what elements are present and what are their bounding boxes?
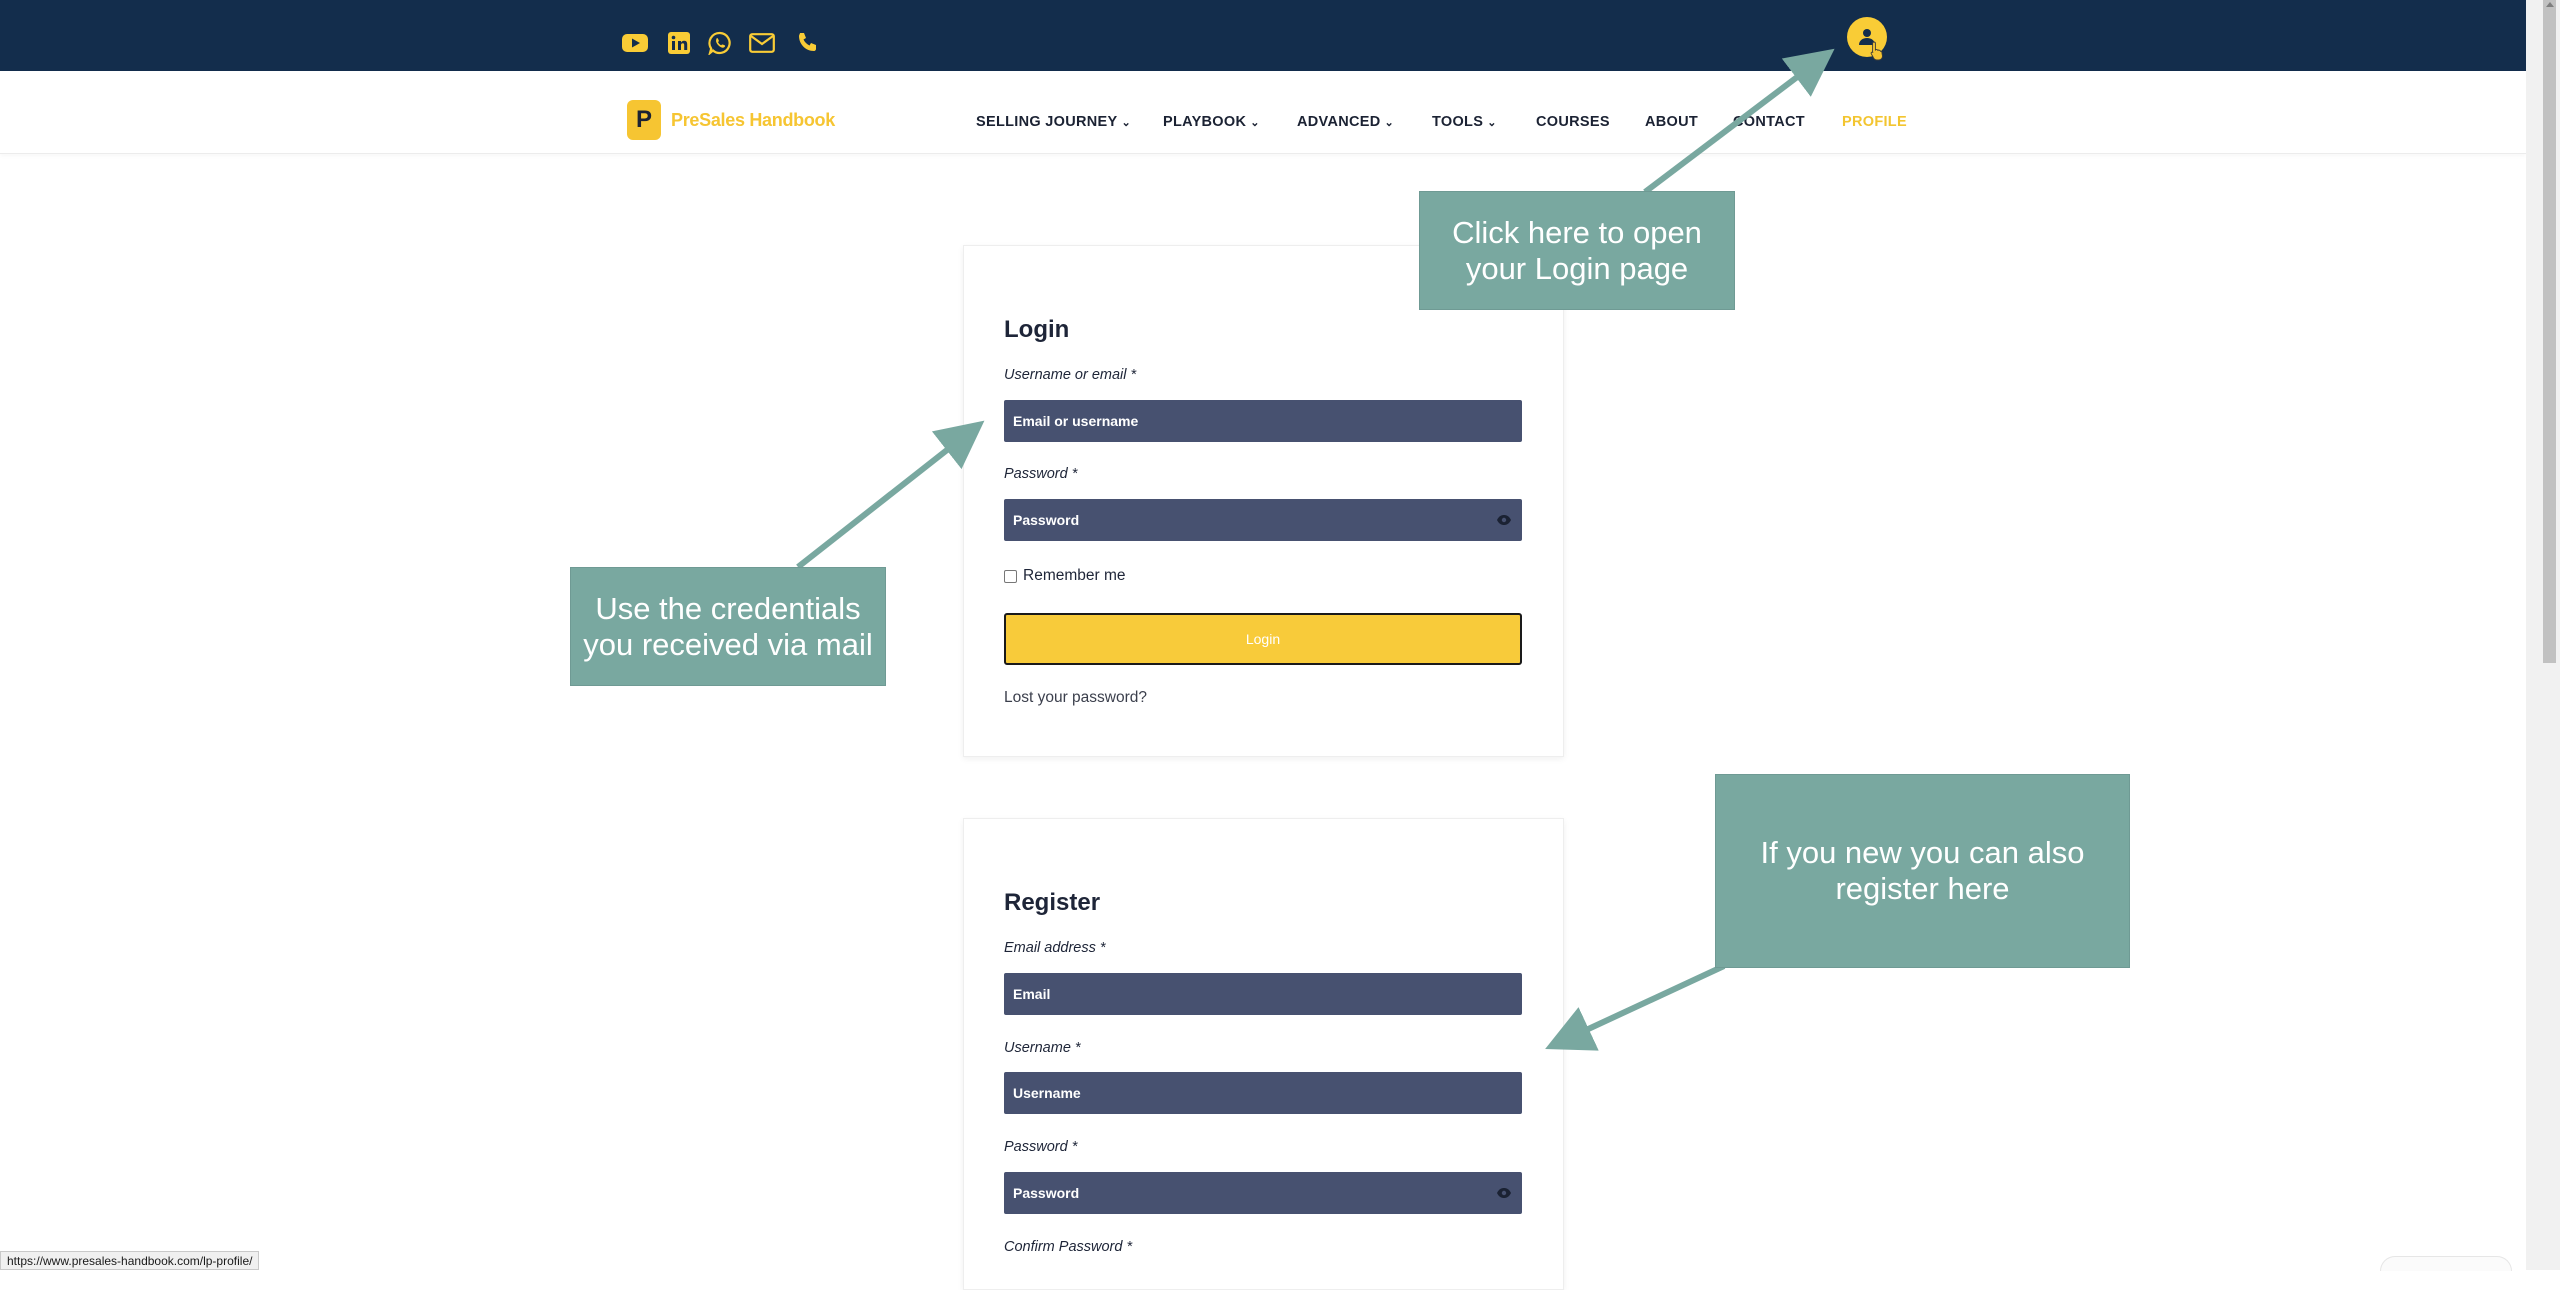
scrollbar-thumb[interactable] <box>2543 0 2556 663</box>
scroll-up-arrow-icon[interactable] <box>2546 2 2554 7</box>
arrow-to-login-form <box>796 420 985 570</box>
mail-icon[interactable] <box>747 28 777 58</box>
arrow-to-register-form <box>1545 963 1726 1051</box>
linkedin-icon[interactable] <box>664 28 694 58</box>
show-password-icon[interactable] <box>1496 514 1512 526</box>
chat-widget[interactable] <box>2380 1256 2512 1271</box>
remember-me[interactable]: Remember me <box>1004 567 1126 585</box>
chevron-down-icon: ⌄ <box>1121 117 1131 129</box>
lost-password-link[interactable]: Lost your password? <box>1004 689 1148 706</box>
nav-playbook[interactable]: PLAYBOOK⌄ <box>1163 114 1260 130</box>
login-password-input[interactable]: Password <box>1004 499 1522 541</box>
chevron-down-icon: ⌄ <box>1250 117 1260 129</box>
top-bar <box>0 0 2526 71</box>
chevron-down-icon: ⌄ <box>1384 117 1395 129</box>
nav-courses[interactable]: COURSES <box>1536 114 1610 130</box>
show-password-icon[interactable] <box>1496 1187 1512 1199</box>
login-card: Login Username or email * Email or usern… <box>963 245 1564 757</box>
nav-advanced[interactable]: ADVANCED⌄ <box>1297 114 1395 130</box>
register-confirm-password-label: Confirm Password * <box>1004 1239 1133 1255</box>
login-title: Login <box>1004 316 1070 343</box>
hand-cursor-icon <box>1870 41 1883 61</box>
register-username-input[interactable]: Username <box>1004 1072 1522 1114</box>
register-password-placeholder: Password <box>1013 1185 1080 1201</box>
nav-tools[interactable]: TOOLS⌄ <box>1432 114 1497 130</box>
nav-about[interactable]: ABOUT <box>1645 114 1699 130</box>
chevron-down-icon: ⌄ <box>1487 117 1497 129</box>
login-password-label: Password * <box>1004 466 1078 482</box>
status-bar-url: https://www.presales-handbook.com/lp-pro… <box>0 1251 260 1270</box>
youtube-icon[interactable] <box>620 28 650 58</box>
main-navbar <box>0 71 2526 154</box>
login-username-placeholder: Email or username <box>1013 413 1139 429</box>
whatsapp-icon[interactable] <box>705 28 735 58</box>
register-email-label: Email address * <box>1004 940 1106 956</box>
register-password-label: Password * <box>1004 1139 1078 1155</box>
callout-register: If you new you can also register here <box>1715 774 2130 968</box>
logo-letter: P <box>635 106 652 133</box>
login-button[interactable]: Login <box>1004 613 1522 665</box>
logo-mark: P <box>627 100 661 140</box>
register-card: Register Email address * Email Username … <box>963 818 1564 1290</box>
logo-text: PreSales Handbook <box>671 109 835 130</box>
register-email-input[interactable]: Email <box>1004 973 1522 1015</box>
login-username-input[interactable]: Email or username <box>1004 400 1522 442</box>
site-logo[interactable]: P PreSales Handbook <box>627 100 835 140</box>
callout-profile: Click here to open your Login page <box>1419 191 1735 310</box>
nav-profile[interactable]: PROFILE <box>1842 114 1907 130</box>
remember-me-label: Remember me <box>1023 567 1126 584</box>
remember-me-checkbox[interactable] <box>1004 569 1017 583</box>
register-title: Register <box>1004 889 1101 916</box>
nav-contact[interactable]: CONTACT <box>1733 114 1805 130</box>
callout-credentials: Use the credentials you received via mai… <box>570 567 886 686</box>
register-username-placeholder: Username <box>1013 1085 1081 1101</box>
login-username-label: Username or email * <box>1004 367 1137 383</box>
register-username-label: Username * <box>1004 1040 1081 1056</box>
register-password-input[interactable]: Password <box>1004 1172 1522 1214</box>
register-email-placeholder: Email <box>1013 986 1051 1002</box>
login-password-placeholder: Password <box>1013 512 1080 528</box>
nav-selling-journey[interactable]: SELLING JOURNEY⌄ <box>976 114 1131 130</box>
phone-icon[interactable] <box>792 28 822 58</box>
